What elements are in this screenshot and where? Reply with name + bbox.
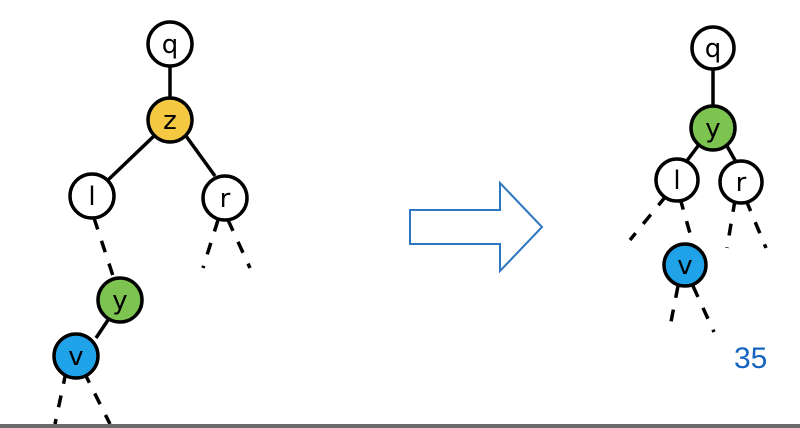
edge-r-left-dashed-after: [725, 199, 737, 249]
before-node-r: r: [201, 174, 249, 222]
edge-z-r: [184, 134, 217, 178]
before-node-l: l: [68, 172, 116, 220]
edge-r-left-dashed: [201, 219, 220, 269]
after-node-y: y: [689, 104, 737, 152]
before-node-v-label: v: [68, 342, 83, 372]
edge-l-left-dashed: [628, 194, 668, 242]
edge-y-r: [725, 145, 738, 163]
before-node-y: y: [96, 276, 144, 324]
before-node-q-label: q: [162, 30, 179, 60]
before-node-q: q: [146, 20, 194, 68]
after-node-q: q: [690, 25, 736, 71]
page-number: 35: [734, 342, 768, 375]
after-node-q-label: q: [705, 34, 722, 64]
before-node-z-label: z: [163, 106, 177, 136]
right-arrow-icon: [409, 180, 544, 274]
edge-r-right-dashed-after: [744, 199, 768, 249]
edge-v-left-dashed: [53, 371, 68, 425]
after-node-y-label: y: [705, 114, 720, 144]
after-node-v-label: v: [677, 251, 692, 281]
edge-v-right-dashed-after: [691, 285, 716, 333]
before-dashed-edges: [53, 217, 252, 425]
edge-r-right-dashed: [226, 219, 252, 269]
after-node-r-label: r: [736, 168, 747, 198]
before-node-z: z: [146, 96, 194, 144]
edge-z-l: [106, 134, 156, 182]
after-node-l: l: [654, 157, 700, 203]
before-node-r-label: r: [220, 184, 231, 214]
edge-l-v-dashed: [678, 197, 695, 245]
bottom-divider: [0, 424, 800, 428]
after-node-v: v: [662, 242, 708, 288]
after-dashed-edges: [628, 194, 768, 333]
after-node-r: r: [718, 159, 764, 205]
after-solid-edges: [684, 68, 738, 164]
edge-v-left-dashed-after: [667, 285, 680, 333]
before-node-v: v: [52, 332, 100, 380]
edge-l-y-dashed: [92, 217, 117, 283]
edge-v-right-dashed: [82, 371, 112, 425]
before-node-l-label: l: [88, 182, 95, 212]
before-tree: q z l r y v: [52, 20, 252, 425]
before-node-y-label: y: [112, 286, 127, 316]
edge-y-l: [684, 144, 700, 164]
after-tree: q y l r v: [628, 25, 768, 333]
after-node-l-label: l: [673, 166, 680, 196]
